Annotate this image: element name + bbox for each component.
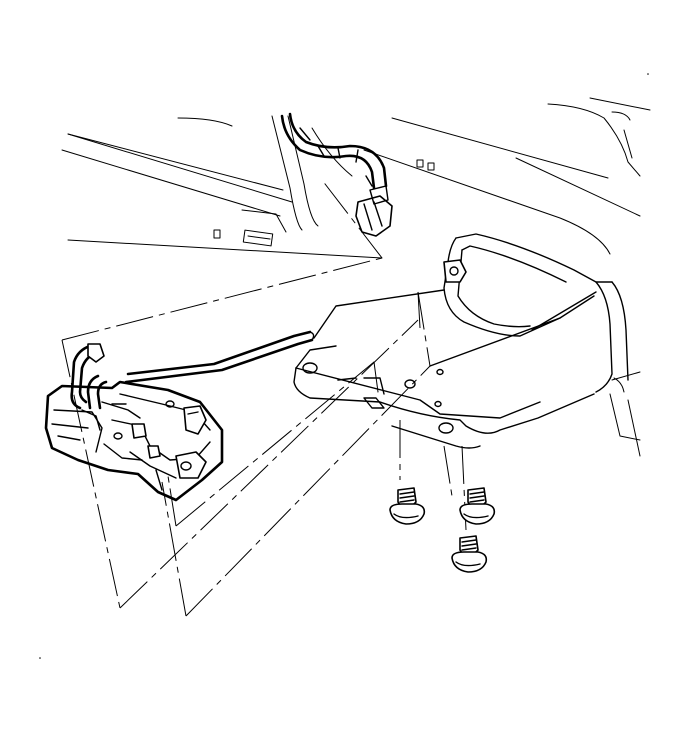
bolt — [459, 487, 496, 525]
wiring-harness-connector — [280, 112, 393, 237]
bolt — [389, 487, 426, 525]
stray-dot — [647, 73, 649, 75]
mounting-bracket — [293, 233, 629, 449]
door-inner-panel — [61, 97, 651, 457]
actuator-rod — [124, 330, 315, 384]
door-latch-assembly — [44, 343, 224, 502]
bolt — [451, 535, 488, 573]
stray-dot — [39, 657, 41, 659]
